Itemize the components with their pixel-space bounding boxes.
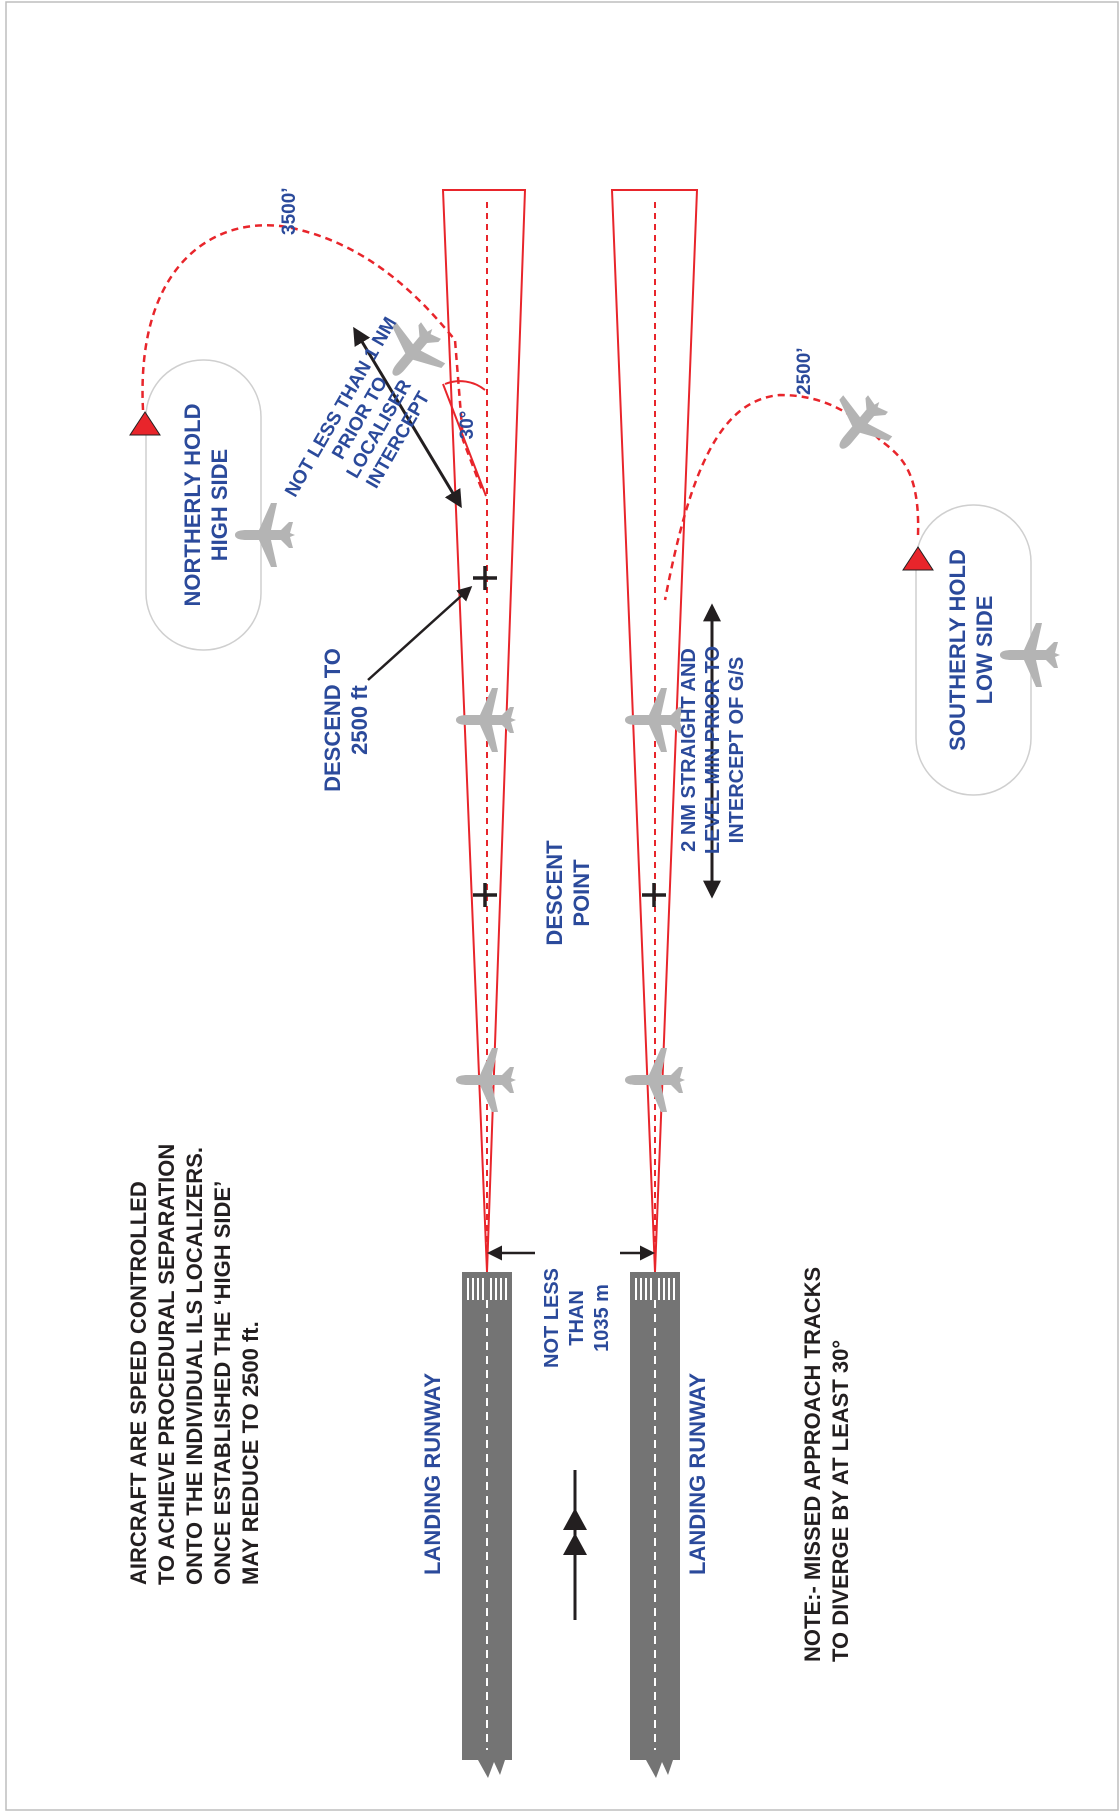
double-arrow-icon: [563, 1470, 587, 1620]
main-note-line: TO ACHIEVE PROCEDURAL SEPARATION: [154, 1144, 179, 1585]
intercept-note-label: NOT LESS THAN 1 NM PRIOR TO LOCALISER IN…: [281, 314, 434, 501]
aircraft-icon: [816, 381, 904, 469]
missed-approach-line: NOTE:- MISSED APPROACH TRACKS: [800, 1267, 825, 1662]
main-note-line: MAY REDUCE TO 2500 ft.: [238, 1321, 263, 1585]
red-triangle-icon: [129, 411, 161, 436]
northerly-hold-line: HIGH SIDE: [207, 449, 232, 561]
main-note-line: AIRCRAFT ARE SPEED CONTROLLED: [126, 1181, 151, 1585]
aircraft-icon: [1000, 623, 1060, 687]
separation-line: NOT LESS: [541, 1268, 563, 1368]
red-triangle-icon: [902, 546, 934, 571]
separation-line: 1035 m: [591, 1284, 613, 1352]
altitude-high-label: 3500’: [279, 187, 300, 235]
northerly-hold-oval: [145, 359, 262, 651]
aircraft-icon: [625, 1048, 685, 1112]
aircraft-icon: [235, 503, 295, 567]
descent-point-line: DESCENT: [542, 840, 567, 946]
altitude-low-label: 2500’: [794, 347, 815, 395]
southerly-hold-line: SOUTHERLY HOLD: [945, 549, 970, 751]
straight-level-line: INTERCEPT OF G/S: [726, 657, 748, 844]
angle-label: 30°: [457, 411, 478, 440]
plus-cross-icon: [473, 883, 497, 907]
main-note-line: ONTO THE INDIVIDUAL ILS LOCALIZERS.: [182, 1147, 207, 1585]
runway-label-top: LANDING RUNWAY: [420, 1373, 445, 1575]
localizer-cone-top: [441, 189, 527, 1273]
northerly-hold-label: NORTHERLY HOLD HIGH SIDE: [180, 404, 232, 607]
runway-top: [462, 1272, 512, 1778]
approach-track-high: [141, 224, 484, 491]
missed-approach-line: TO DIVERGE BY AT LEAST 30°: [828, 1340, 853, 1662]
descend-to-line: 2500 ft: [347, 684, 372, 754]
descent-point-label: DESCENT POINT: [542, 840, 594, 946]
straight-level-label: 2 NM STRAIGHT AND LEVEL MIN PRIOR TO INT…: [678, 646, 748, 854]
separation-label: NOT LESS THAN 1035 m: [541, 1268, 613, 1368]
separation-line: THAN: [566, 1290, 588, 1346]
descend-to-label: DESCEND TO 2500 ft: [320, 648, 372, 792]
descent-point-line: POINT: [569, 859, 594, 927]
descend-pointer-arrow: [367, 585, 473, 681]
missed-approach-note: NOTE:- MISSED APPROACH TRACKS TO DIVERGE…: [800, 1267, 853, 1662]
plus-cross-icon: [642, 883, 666, 907]
descend-to-line: DESCEND TO: [320, 648, 345, 792]
localizer-cone-bottom: [610, 189, 699, 1273]
northerly-hold-line: NORTHERLY HOLD: [180, 404, 205, 607]
plus-cross-icon: [473, 566, 497, 590]
southerly-hold-label: SOUTHERLY HOLD LOW SIDE: [945, 549, 997, 751]
page-border: [5, 1, 1119, 1811]
main-note-line: ONCE ESTABLISHED THE ‘HIGH SIDE’: [210, 1181, 235, 1585]
southerly-hold-line: LOW SIDE: [972, 596, 997, 705]
runway-bottom: [630, 1272, 680, 1778]
straight-level-line: LEVEL MIN PRIOR TO: [702, 646, 724, 854]
runway-label-bottom: LANDING RUNWAY: [685, 1373, 710, 1575]
aircraft-icon: [456, 1048, 516, 1112]
intercept-distance-arrow: [353, 326, 462, 509]
main-note: AIRCRAFT ARE SPEED CONTROLLED TO ACHIEVE…: [126, 1144, 263, 1585]
straight-level-line: 2 NM STRAIGHT AND: [678, 648, 700, 852]
approach-track-low: [663, 393, 920, 601]
